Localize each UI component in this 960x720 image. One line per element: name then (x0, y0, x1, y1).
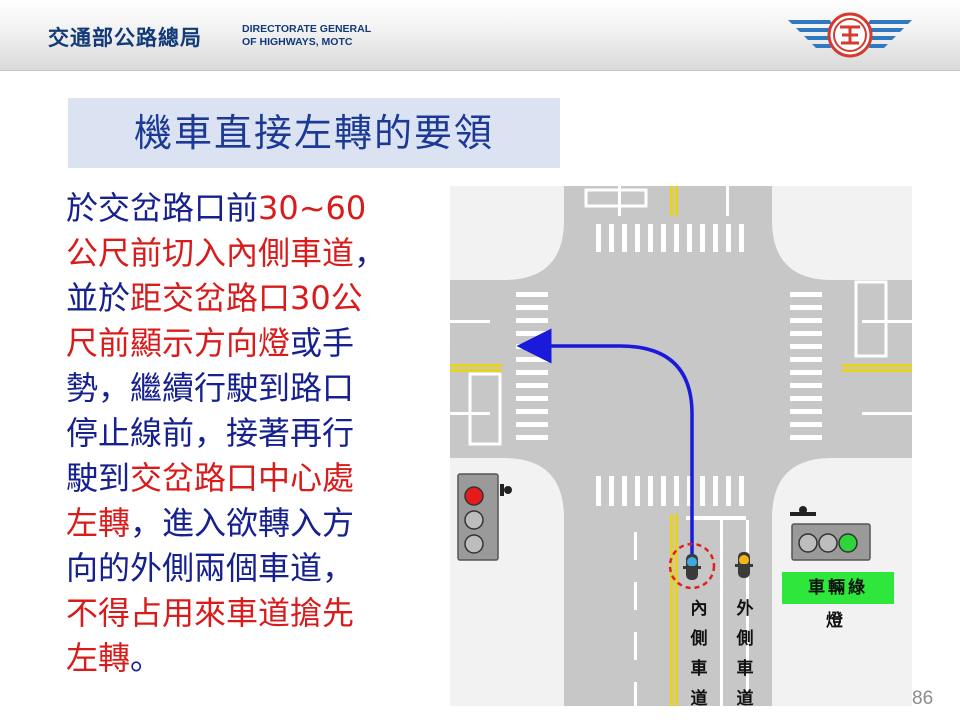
inner-lane-highlight-circle (668, 542, 716, 590)
org-name-en-line2: OF HIGHWAYS, MOTC (242, 36, 353, 48)
org-name-en: DIRECTORATE GENERAL OF HIGHWAYS, MOTC (242, 23, 371, 49)
crosswalk-bottom (596, 476, 744, 506)
intersection-diagram (450, 186, 912, 706)
instruction-line: 於交岔路口前30~60 (66, 186, 438, 231)
lane-label-char: 車 (736, 659, 754, 679)
instruction-line: 向的外側兩個車道， (66, 546, 438, 591)
page-title: 機車直接左轉的要領 (133, 111, 494, 155)
highway-bureau-winged-logo-icon (788, 12, 912, 58)
lane-label-char: 車 (690, 659, 708, 679)
instruction-segment: 駛到 (66, 459, 131, 497)
instruction-segment: 交岔路口中心處 (130, 459, 355, 497)
left-turn-route (516, 328, 694, 556)
instruction-segment: 。 (130, 639, 163, 677)
instruction-segment: 停止線前，接著再行 (66, 414, 355, 452)
instruction-segment: 不得占用來車道搶先 (66, 594, 355, 632)
instruction-segment: 於交岔路口前 (66, 189, 259, 227)
green-light-label-tail: 燈 (826, 611, 843, 631)
page-number: 86 (912, 688, 934, 709)
instruction-line: 駛到交岔路口中心處 (66, 456, 438, 501)
instruction-segment: 左轉 (66, 639, 131, 677)
instruction-segment: 勢，繼續行駛到路口 (66, 369, 355, 407)
instruction-line: 左轉。 (66, 636, 438, 681)
org-name-cn: 交通部公路總局 (48, 26, 202, 50)
center-lines (450, 186, 912, 706)
instruction-line: 左轉，進入欲轉入方 (66, 501, 438, 546)
crosswalk-top (596, 224, 744, 252)
instruction-segment: 30~60 (258, 189, 367, 227)
instruction-segment: ， (354, 234, 387, 272)
instruction-line: 公尺前切入內側車道， (66, 231, 438, 276)
crosswalk-right (790, 292, 822, 440)
instruction-segment: ，進入欲轉入方 (130, 504, 355, 542)
left-traffic-signal-icon (457, 473, 512, 561)
lane-label-char: 側 (736, 629, 754, 649)
instruction-segment: 公尺前切入內側車道 (66, 234, 355, 272)
green-light-label-box: 車輛綠 (782, 572, 894, 604)
outer-lane-label: 外側車道 (732, 594, 758, 714)
instruction-line: 勢，繼續行駛到路口 (66, 366, 438, 411)
road-surface (450, 186, 912, 706)
lane-label-char: 側 (690, 629, 708, 649)
header-bar: 交通部公路總局 DIRECTORATE GENERAL OF HIGHWAYS,… (0, 0, 960, 71)
instruction-line: 不得占用來車道搶先 (66, 591, 438, 636)
instruction-segment: 尺前顯示方向燈 (66, 324, 291, 362)
instruction-line: 尺前顯示方向燈或手 (66, 321, 438, 366)
instruction-segment: 距交岔路口30公 (130, 279, 363, 317)
lane-label-char: 內 (690, 599, 708, 619)
lane-label-char: 道 (736, 689, 754, 709)
instruction-segment: 左轉 (66, 504, 131, 542)
instruction-segment: 向的外側兩個車道， (66, 549, 355, 587)
instruction-segment: 或手 (290, 324, 355, 362)
instruction-line: 停止線前，接著再行 (66, 411, 438, 456)
lane-label-char: 外 (736, 599, 754, 619)
instruction-line: 並於距交岔路口30公 (66, 276, 438, 321)
inner-lane-label: 內側車道 (686, 594, 712, 714)
lane-label-char: 道 (690, 689, 708, 709)
lane-markings (450, 186, 912, 706)
motorcycle-outer-icon (735, 552, 753, 578)
org-name-en-line1: DIRECTORATE GENERAL (242, 23, 372, 35)
right-traffic-signal-icon (790, 506, 871, 561)
instruction-segment: 並於 (66, 279, 131, 317)
title-box: 機車直接左轉的要領 (68, 98, 560, 168)
motorcycle-inner-icon (683, 554, 701, 580)
